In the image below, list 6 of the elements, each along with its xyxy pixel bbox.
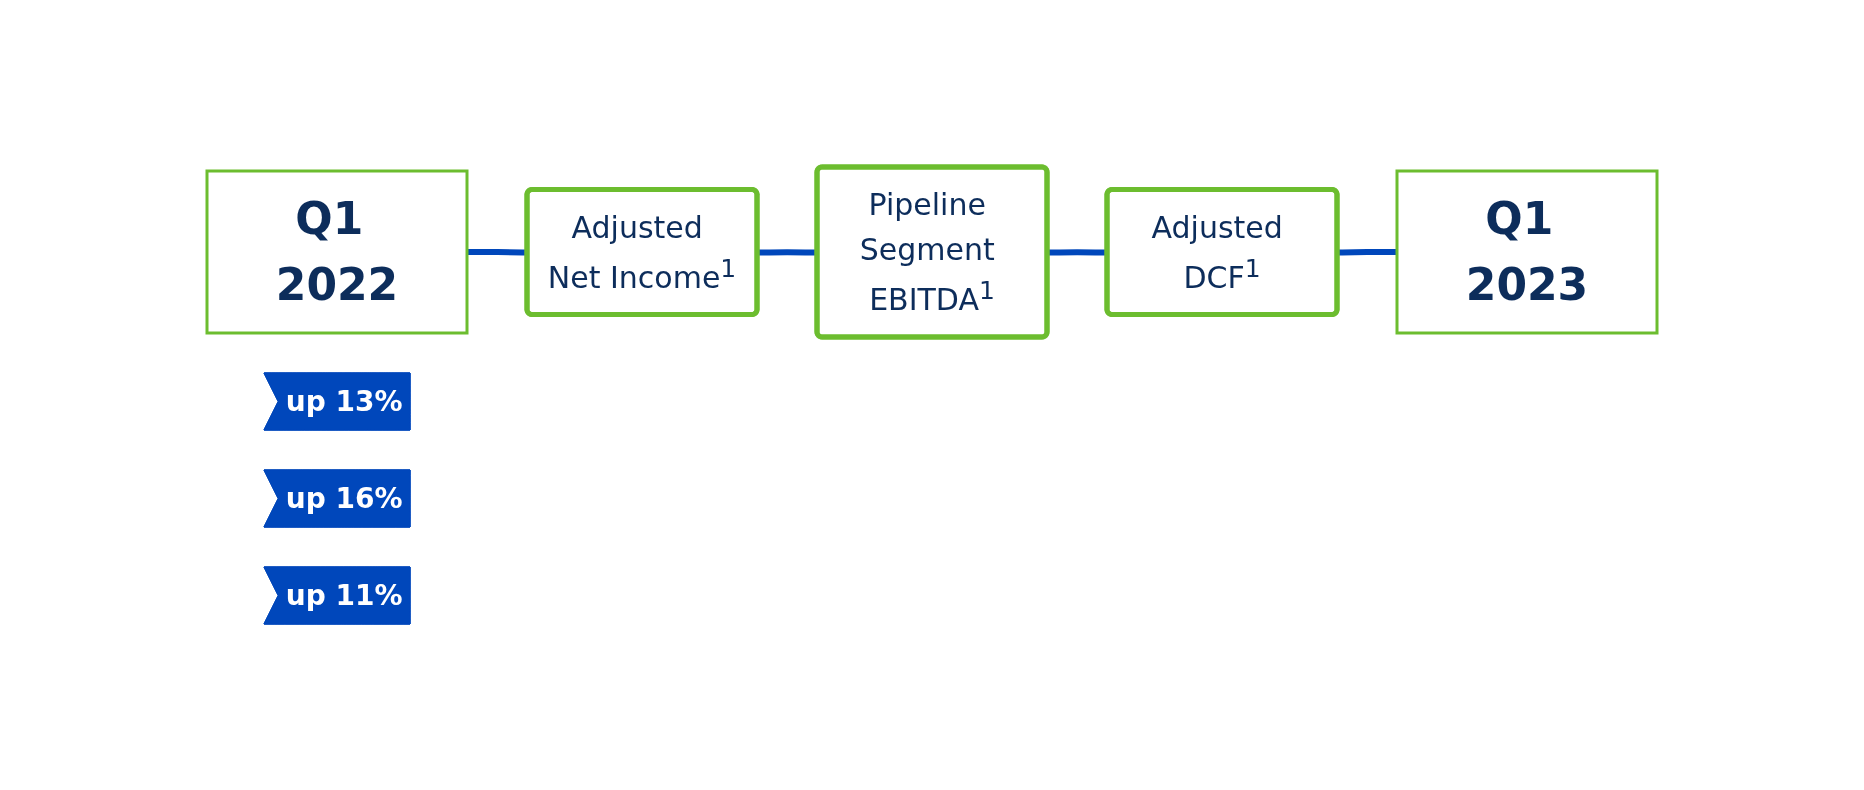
connector [757,248,818,255]
node-box: Q1 2022 [205,169,469,334]
connector [467,248,528,255]
connector [1337,248,1397,255]
connector [1047,248,1108,255]
node-box: Q1 2023 [1395,169,1659,334]
